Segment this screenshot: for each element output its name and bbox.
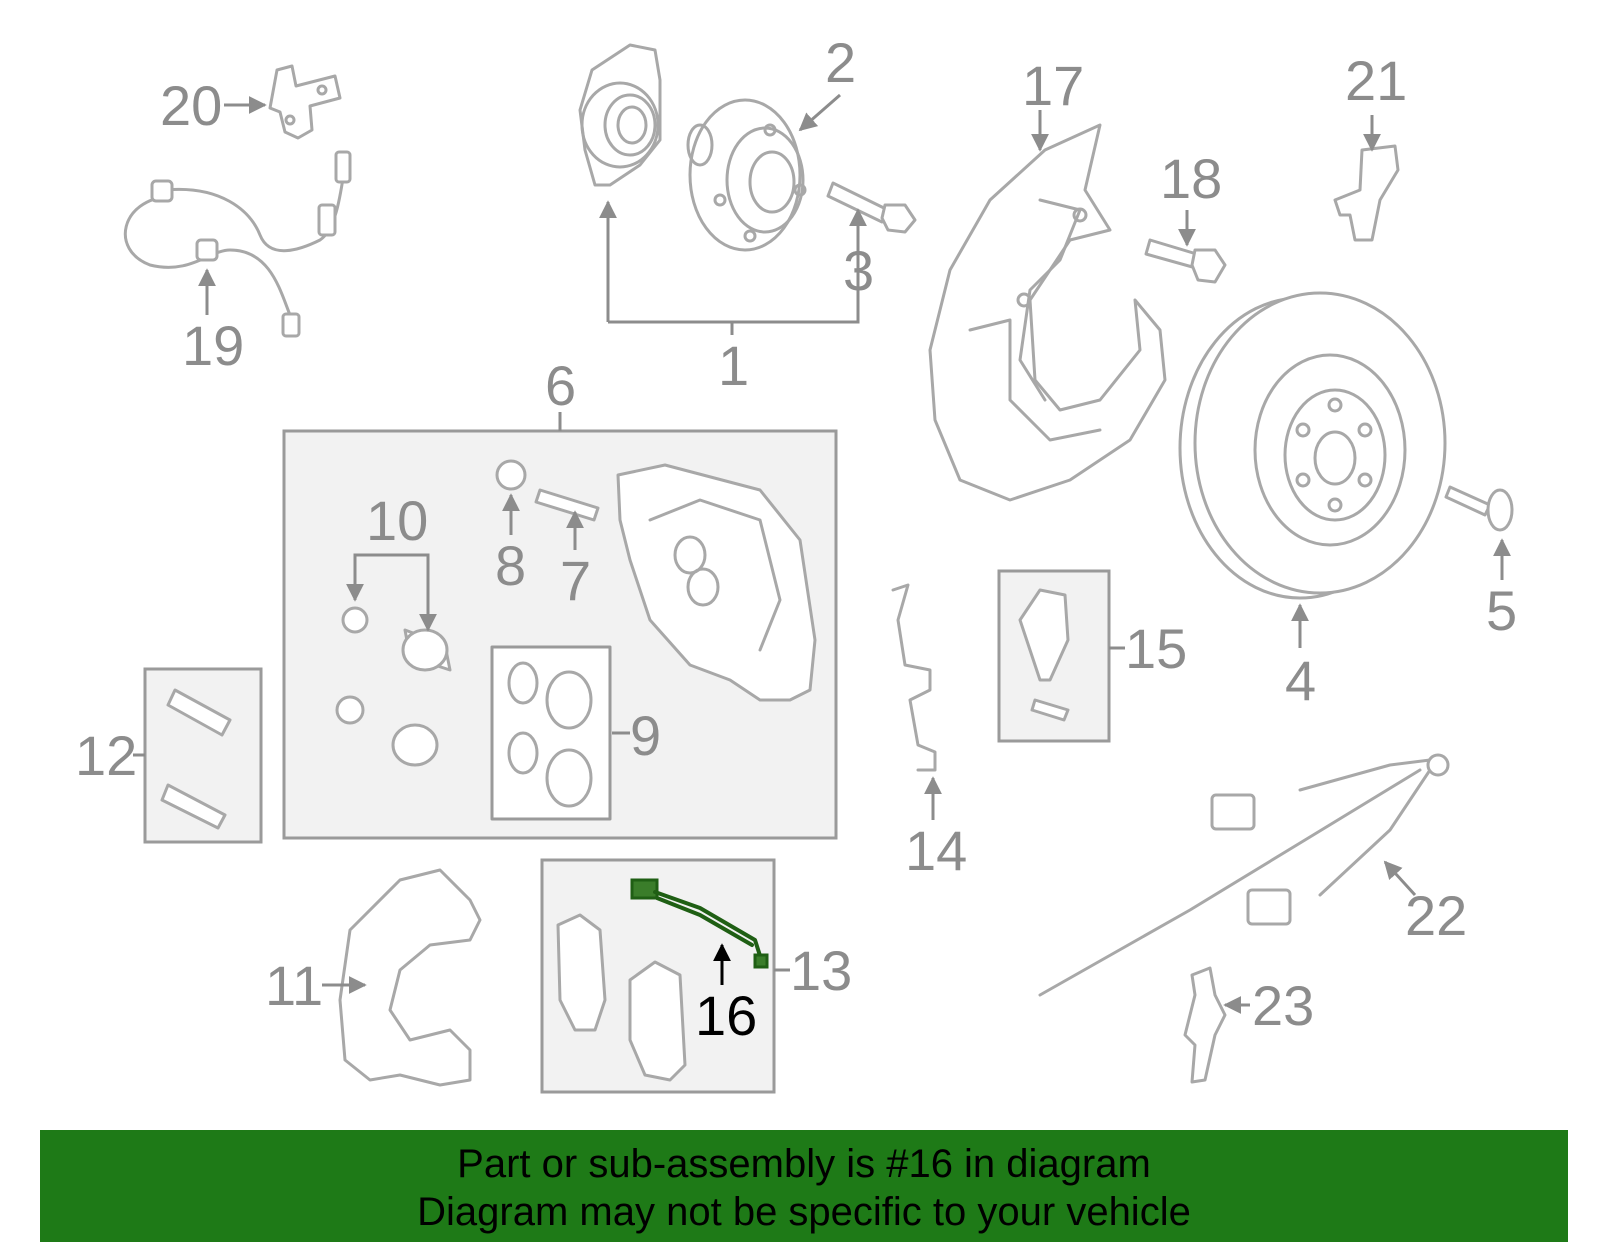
abs-bracket-part — [268, 64, 342, 140]
brake-hose-part — [123, 150, 352, 338]
callout-16: 16 — [695, 984, 757, 1047]
shield-bolt-part — [1144, 238, 1227, 284]
callout-20: 20 — [160, 74, 222, 137]
retaining-clip-part — [1183, 966, 1227, 1084]
brake-pad-part — [556, 913, 687, 1082]
guide-pin-part — [160, 688, 232, 830]
callout-10: 10 — [366, 489, 428, 552]
callout-11: 11 — [265, 954, 323, 1017]
banner-line-part-number: Part or sub-assembly is #16 in diagram — [457, 1142, 1151, 1186]
guide-pin-box — [143, 667, 263, 844]
callout-1: 1 — [718, 334, 749, 397]
hardware-kit-part — [1018, 588, 1070, 722]
callout-8: 8 — [495, 534, 526, 597]
rotor-screw-part — [1444, 485, 1514, 532]
callout-2: 2 — [825, 31, 856, 94]
callout-21: 21 — [1345, 49, 1407, 112]
callout-22: 22 — [1405, 884, 1467, 947]
caliper-bracket-part — [338, 868, 482, 1087]
hub-bolt-part — [826, 181, 917, 234]
splash-shield-part — [928, 123, 1167, 502]
wheel-hub-part — [686, 98, 807, 252]
callout-7: 7 — [560, 549, 591, 612]
leader-lines — [133, 93, 1511, 1014]
callout-4: 4 — [1285, 649, 1316, 712]
brake-rotor-part — [1178, 291, 1447, 600]
bushing-part — [335, 606, 452, 767]
piston-seal-part — [507, 661, 593, 808]
callout-9: 9 — [630, 704, 661, 767]
callout-6: 6 — [545, 354, 576, 417]
callout-12: 12 — [75, 724, 137, 787]
caliper-part — [616, 463, 817, 702]
wheel-speed-sensor-part — [1333, 144, 1400, 242]
callout-19: 19 — [182, 314, 244, 377]
callout-14: 14 — [905, 819, 967, 882]
wire-harness-part — [1038, 753, 1450, 997]
callout-13: 13 — [790, 939, 852, 1002]
anti-rattle-spring-part — [891, 583, 937, 772]
banner-line-disclaimer: Diagram may not be specific to your vehi… — [417, 1190, 1191, 1234]
pad-wear-sensor-part — [630, 878, 769, 969]
callout-15: 15 — [1125, 617, 1187, 680]
callout-23: 23 — [1252, 974, 1314, 1037]
part-info-banner: Part or sub-assembly is #16 in diagram D… — [40, 1130, 1568, 1242]
callout-3: 3 — [843, 239, 874, 302]
callout-5: 5 — [1486, 579, 1517, 642]
bleeder-cap-part — [495, 459, 527, 491]
callout-17: 17 — [1022, 54, 1084, 117]
callout-18: 18 — [1160, 147, 1222, 210]
wheel-bearing-part — [578, 43, 662, 187]
